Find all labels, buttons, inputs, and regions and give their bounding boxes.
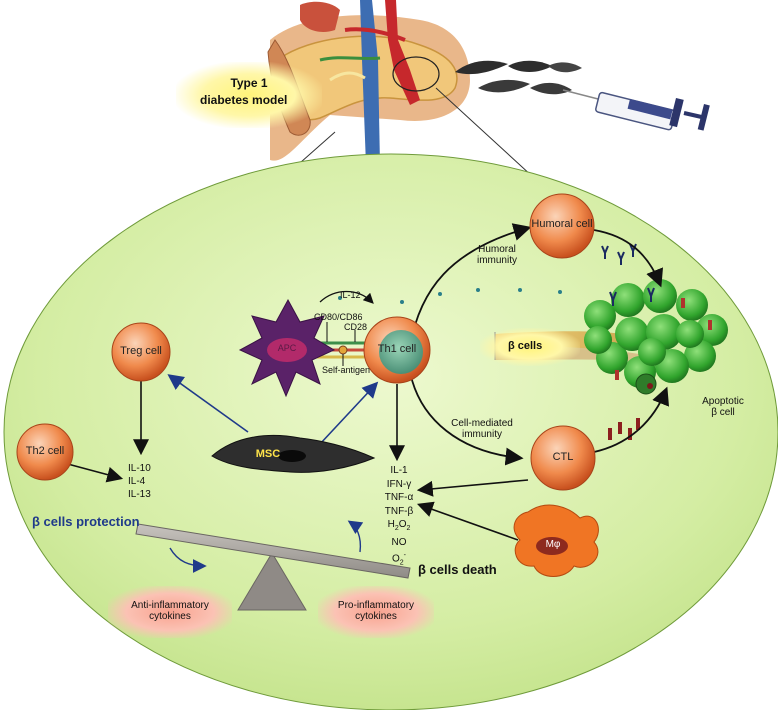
apoptotic-line2: β cell [711, 407, 735, 418]
humoral-cell [529, 193, 595, 259]
pro-cytokine-item: TNF-α [384, 492, 414, 503]
pro-cytokine-item: TNF-β [384, 505, 414, 517]
pro-cytokine-item: IFN-γ [386, 478, 412, 490]
seesaw-balance [135, 523, 411, 611]
cytokine-dots [338, 288, 562, 304]
model-label-line2: diabetes model [200, 93, 288, 107]
th1-cell [363, 316, 431, 384]
injected-msc-cells [455, 60, 582, 95]
apoptotic-line1: Apoptotic [702, 396, 744, 407]
pro-line1: Pro-inflammatory [337, 600, 415, 611]
ctl-cell [530, 425, 596, 491]
beta-protection-label: β cells protection [32, 514, 140, 529]
msc-label: MSC [255, 448, 281, 460]
model-label: Type 1 [210, 76, 288, 90]
th1-cell-label: Th1 cell [377, 343, 417, 355]
anti-inflammatory-label: Anti-inflammatory cytokines [116, 600, 224, 622]
humoral-cell-label: Humoral cell [531, 218, 593, 230]
anti-cytokine-item: IL-13 [128, 489, 151, 500]
macrophage-label: Mφ [545, 539, 561, 550]
pro-cytokine-list: IL-1 IFN-γ TNF-α TNF-β H2O2 NO O2- [384, 464, 414, 570]
arrows [63, 223, 670, 573]
anti-line2: cytokines [149, 611, 191, 622]
anti-cytokine-list: IL-10 IL-4 IL-13 [128, 462, 151, 501]
model-label-line1: Type 1 [230, 76, 268, 90]
th2-cell-label: Th2 cell [25, 445, 65, 457]
cell-mediated-immunity-label: Cell-mediated immunity [442, 418, 522, 440]
antibody-icons [601, 243, 637, 265]
humoral-immunity-label: Humoral immunity [470, 244, 524, 266]
self-antigen-label: Self-antigen [322, 365, 371, 375]
ctl-label: CTL [552, 451, 574, 463]
treg-cell-label: Treg cell [120, 345, 162, 357]
cell-mediated-line1: Cell-mediated [451, 418, 513, 429]
pro-glow [318, 586, 434, 638]
syringe-icon [562, 89, 710, 131]
beta-death-label: β cells death [418, 562, 497, 577]
pro-cytokine-superoxide: O2- [391, 552, 407, 567]
model-label-glow [176, 62, 322, 128]
pro-cytokine-h2o2: H2O2 [387, 519, 411, 532]
humoral-immunity-line1: Humoral [478, 244, 516, 255]
cytotoxic-granules [608, 418, 640, 440]
macrophage-cell [513, 504, 599, 577]
il12-label: IL-12 [340, 290, 361, 300]
msc-cell [211, 434, 376, 473]
treg-cell [111, 322, 171, 382]
cd28-label: CD28 [344, 322, 368, 332]
pro-line2: cytokines [355, 611, 397, 622]
pro-cytokine-item: NO [391, 536, 407, 548]
anti-cytokine-item: IL-10 [128, 463, 151, 474]
cd80-label: CD80/CD86 [314, 312, 363, 322]
beta-cells-glow [480, 328, 580, 366]
apc-cell [238, 298, 336, 398]
beta-cell-cluster [584, 279, 728, 395]
anti-line1: Anti-inflammatory [131, 600, 209, 611]
cell-mediated-line2: immunity [461, 429, 502, 440]
apoptotic-label: Apoptotic β cell [694, 396, 752, 418]
anti-cytokine-item: IL-4 [128, 476, 146, 487]
th2-cell [16, 423, 74, 481]
pro-inflammatory-label: Pro-inflammatory cytokines [326, 600, 426, 622]
apc-label: APC [277, 343, 297, 353]
pro-cytokine-item: IL-1 [390, 465, 408, 476]
beta-cells-label: β cells [508, 340, 543, 352]
humoral-immunity-line2: immunity [476, 255, 517, 266]
anti-glow [108, 586, 232, 638]
